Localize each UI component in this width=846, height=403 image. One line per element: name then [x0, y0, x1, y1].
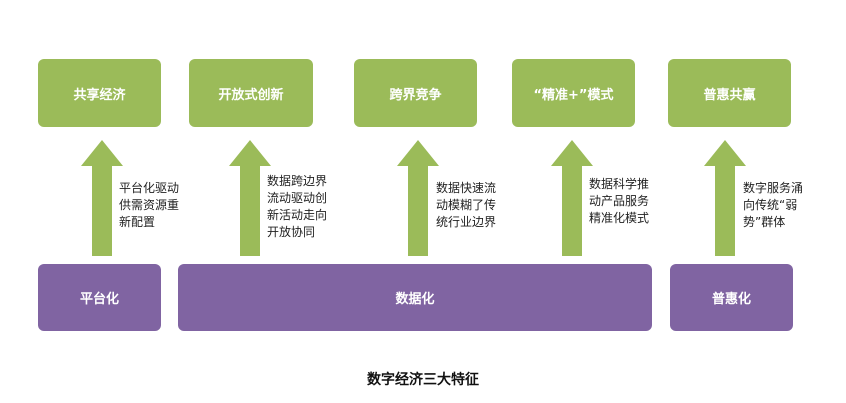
annotation-line: 精准化模式 [589, 211, 650, 225]
up-arrow-icon [704, 140, 746, 256]
annotation-platform-driven: 平台化驱动 供需资源重 新配置 [119, 180, 179, 231]
annotation-line: 向传统“弱 [743, 198, 798, 212]
annotation-line: 势”群体 [743, 215, 786, 229]
annotation-line: 数据科学推 [589, 177, 650, 191]
annotation-line: 数据跨边界 [267, 174, 328, 188]
box-label: 共享经济 [73, 87, 126, 103]
annotation-line: 数字服务涌 [743, 181, 804, 195]
annotation-line: 动产品服务 [589, 194, 650, 208]
diagram-caption: 数字经济三大特征 [367, 372, 479, 388]
annotation-line: 新活动走向 [267, 208, 328, 222]
box-platformization: 平台化 [38, 264, 161, 331]
annotation-data-fast-flow: 数据快速流 动模糊了传 统行业边界 [436, 180, 496, 231]
box-inclusive-win-win: 普惠共赢 [668, 59, 791, 127]
box-open-innovation: 开放式创新 [189, 59, 313, 127]
box-precision-plus-model: “精准+”模式 [512, 59, 635, 127]
box-label: 开放式创新 [218, 87, 284, 103]
up-arrow-icon [551, 140, 593, 256]
box-label: 跨界竞争 [389, 87, 442, 103]
annotation-line: 动模糊了传 [436, 198, 497, 212]
box-inclusiveness: 普惠化 [670, 264, 793, 331]
annotation-line: 新配置 [119, 215, 156, 229]
annotation-line: 流动驱动创 [267, 191, 328, 205]
box-datafication: 数据化 [178, 264, 652, 331]
annotation-data-cross-border: 数据跨边界 流动驱动创 新活动走向 开放协同 [267, 173, 327, 241]
box-label: 平台化 [79, 292, 119, 307]
annotation-line: 统行业边界 [436, 215, 497, 229]
box-label: 数据化 [395, 292, 435, 307]
box-label: 普惠共赢 [703, 87, 756, 103]
box-label: “精准+”模式 [533, 87, 614, 103]
box-label: 普惠化 [711, 292, 751, 307]
annotation-line: 开放协同 [267, 225, 316, 239]
annotation-line: 平台化驱动 [119, 181, 180, 195]
annotation-data-science: 数据科学推 动产品服务 精准化模式 [589, 176, 649, 227]
up-arrow-icon [397, 140, 439, 256]
up-arrow-icon [81, 140, 123, 256]
box-cross-industry-competition: 跨界竞争 [354, 59, 477, 127]
annotation-digital-services: 数字服务涌 向传统“弱 势”群体 [743, 180, 803, 231]
box-sharing-economy: 共享经济 [38, 59, 161, 127]
annotation-line: 供需资源重 [119, 198, 180, 212]
annotation-line: 数据快速流 [436, 181, 497, 195]
up-arrow-icon [229, 140, 271, 256]
